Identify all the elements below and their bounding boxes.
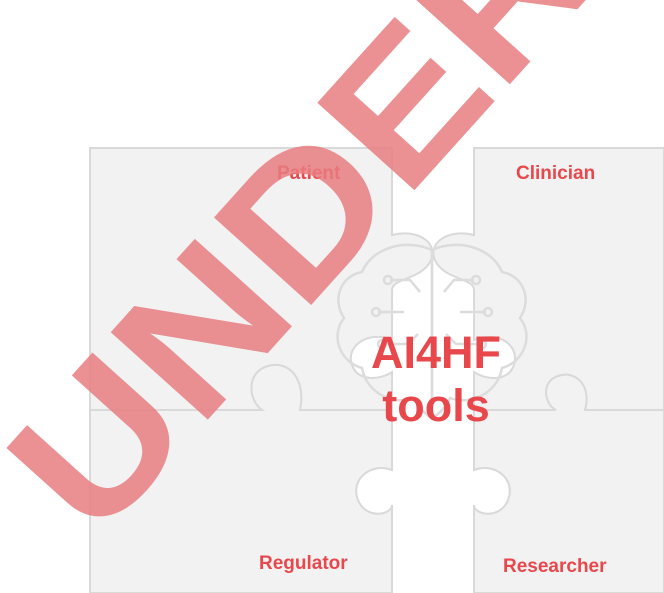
role-label-researcher: Researcher [503, 556, 607, 577]
brain-circuit-icon [336, 243, 528, 421]
puzzle-piece-regulator [89, 363, 393, 593]
center-title-line2: tools [382, 380, 490, 431]
puzzle-piece-researcher [473, 373, 664, 593]
role-label-clinician: Clinician [516, 163, 596, 184]
center-title: AI4HF tools [356, 326, 516, 432]
role-label-regulator: Regulator [259, 553, 348, 574]
center-title-line1: AI4HF [370, 327, 501, 378]
role-label-patient: Patient [277, 163, 341, 184]
